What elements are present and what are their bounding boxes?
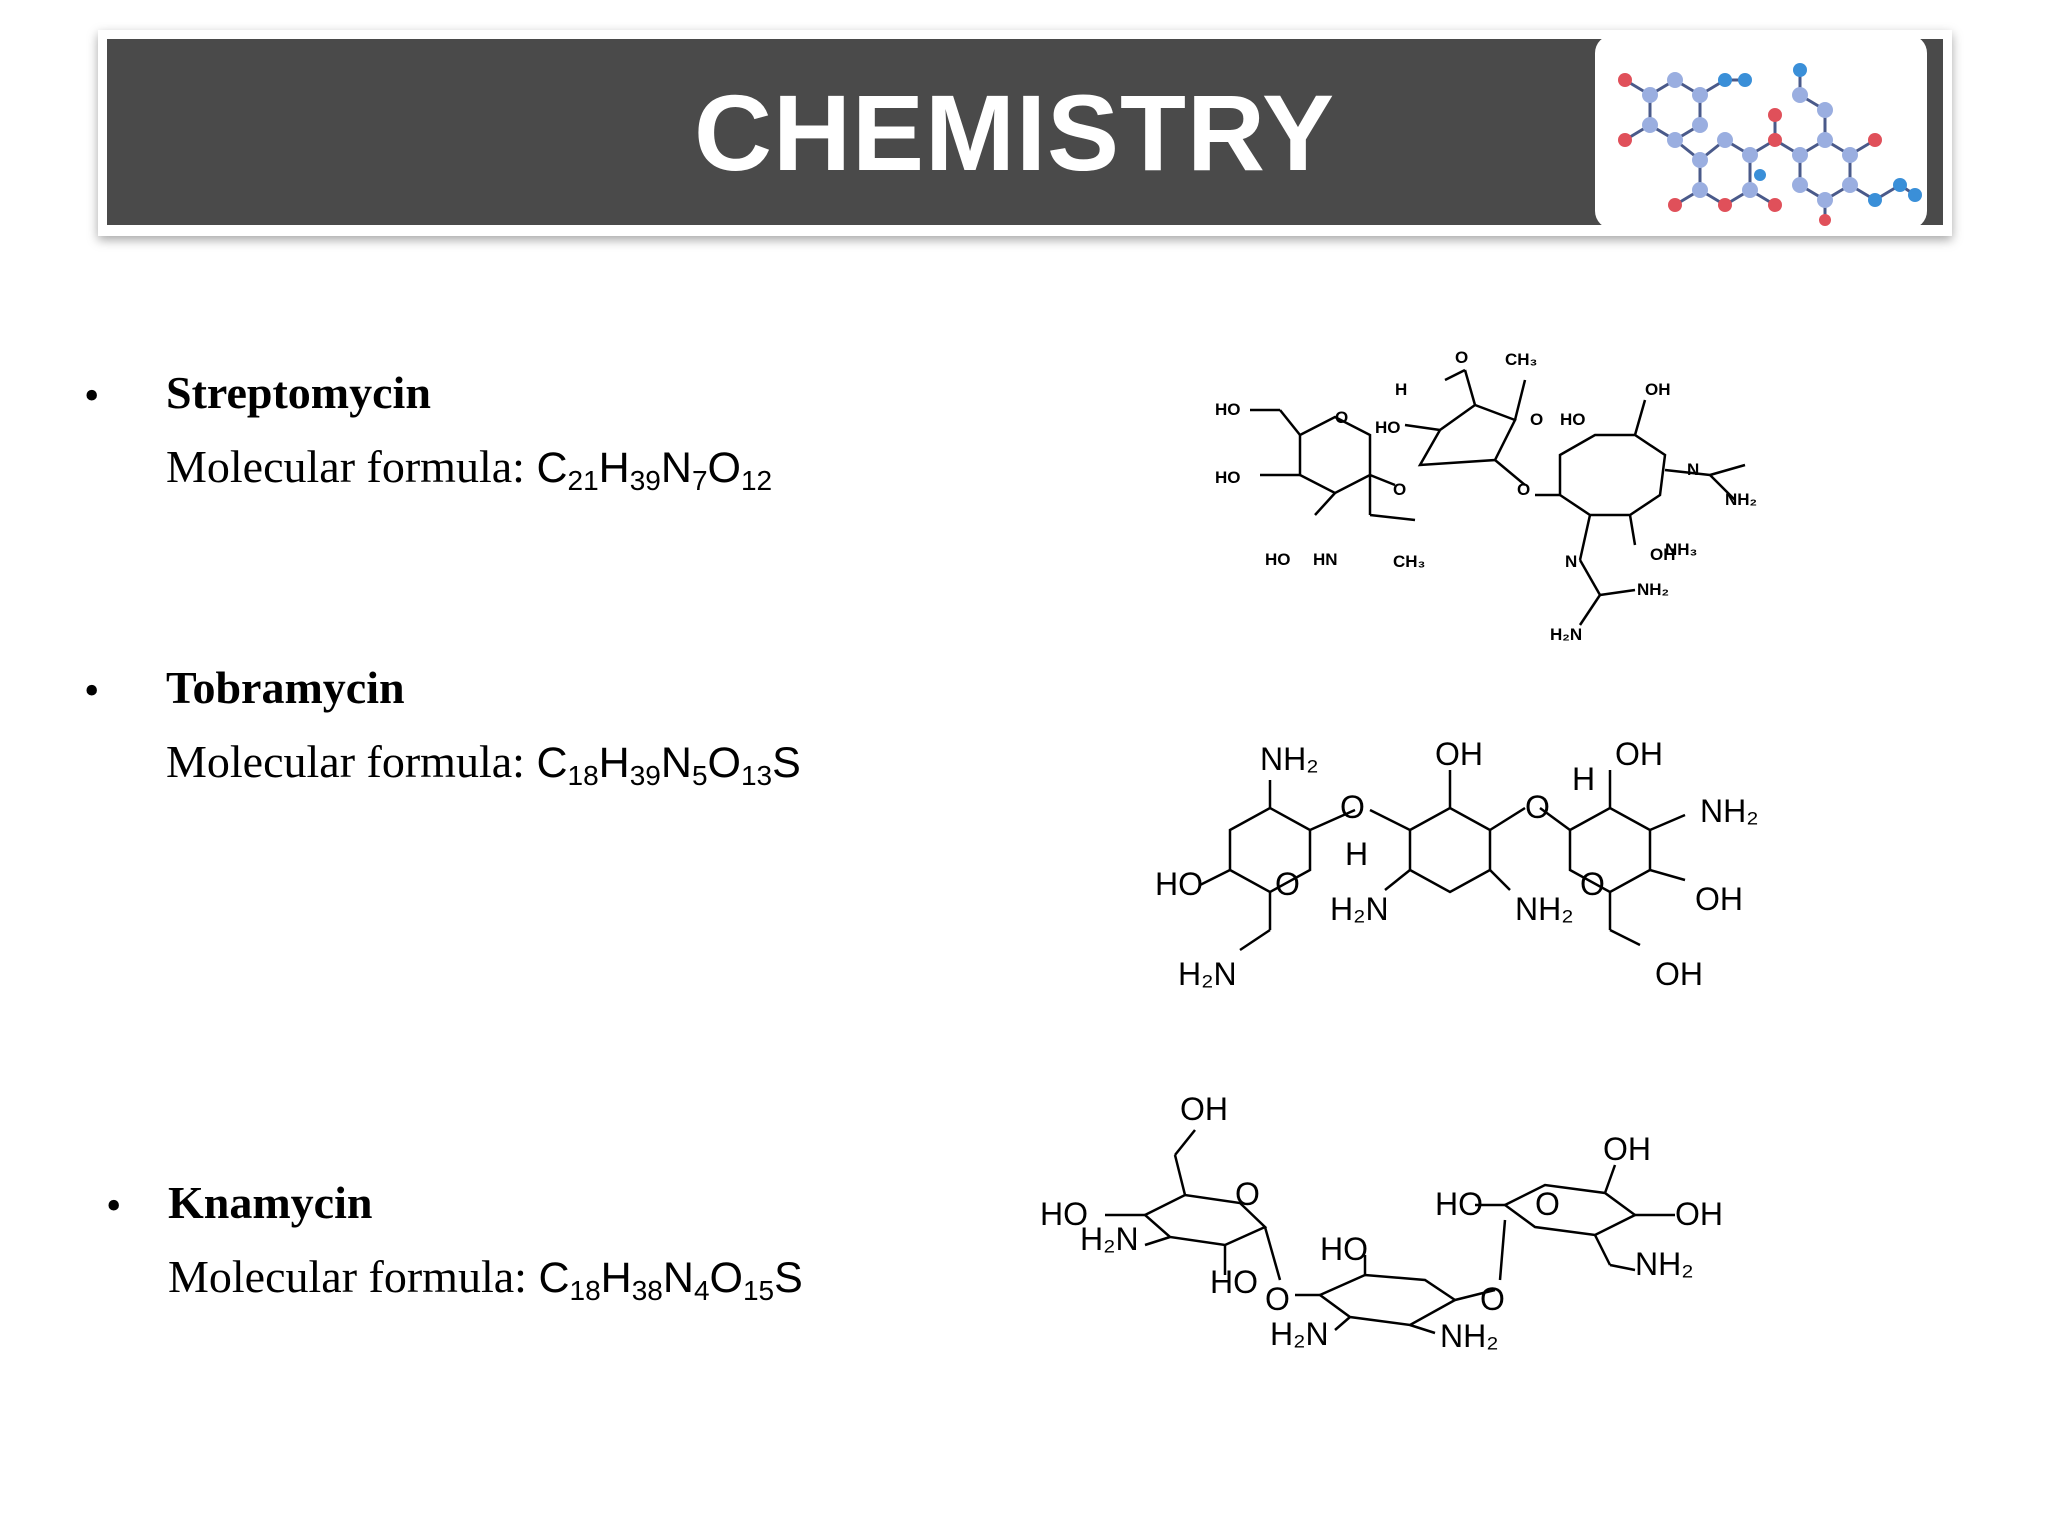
- svg-text:CH₃: CH₃: [1393, 552, 1425, 571]
- formula-chem: C18H38N4O15S: [538, 1254, 803, 1306]
- molecular-formula: Molecular formula: C21H39N7O12: [166, 440, 772, 497]
- svg-text:HO: HO: [1560, 410, 1586, 429]
- svg-text:N: N: [1687, 460, 1699, 479]
- svg-text:O: O: [1580, 866, 1605, 902]
- svg-text:H₂N: H₂N: [1550, 625, 1582, 644]
- svg-text:H: H: [1345, 836, 1368, 872]
- knamycin-structure-image: OH HO H₂N O HO O HO H₂N O NH₂ HO O OH OH…: [1035, 1085, 1775, 1365]
- svg-text:H: H: [1395, 380, 1407, 399]
- svg-text:H₂N: H₂N: [1080, 1221, 1139, 1257]
- svg-text:O: O: [1265, 1281, 1290, 1317]
- formula-label: Molecular formula:: [168, 1251, 527, 1302]
- svg-text:HO: HO: [1375, 418, 1401, 437]
- svg-text:OH: OH: [1650, 545, 1676, 564]
- svg-text:O: O: [1535, 1186, 1560, 1222]
- svg-text:O: O: [1525, 789, 1550, 825]
- svg-text:H₂N: H₂N: [1178, 956, 1237, 992]
- svg-text:HO: HO: [1215, 400, 1241, 419]
- compound-name: Knamycin: [168, 1177, 373, 1228]
- svg-text:OH: OH: [1645, 380, 1671, 399]
- formula-chem: C21H39N7O12: [536, 444, 773, 496]
- svg-text:HO: HO: [1435, 1186, 1483, 1222]
- formula-label: Molecular formula:: [166, 441, 525, 492]
- svg-text:OH: OH: [1675, 1196, 1723, 1232]
- bullet-marker: •: [106, 1181, 122, 1230]
- molecular-formula: Molecular formula: C18H39N5O13S: [166, 735, 801, 792]
- tobramycin-structure-image: NH₂ O H HO O H₂N OH O H₂N NH₂ H OH NH₂ O…: [1140, 730, 1780, 1010]
- svg-text:CH₃: CH₃: [1505, 350, 1537, 369]
- svg-text:OH: OH: [1615, 736, 1663, 772]
- svg-text:HO: HO: [1320, 1231, 1368, 1267]
- bullet-marker: •: [84, 371, 100, 420]
- molecule-logo-image: [1595, 35, 1927, 229]
- svg-text:HN: HN: [1313, 550, 1338, 569]
- formula-label: Molecular formula:: [166, 736, 525, 787]
- svg-text:OH: OH: [1603, 1131, 1651, 1167]
- svg-text:NH₃: NH₃: [1665, 540, 1697, 559]
- svg-text:NH₂: NH₂: [1260, 741, 1319, 777]
- streptomycin-structure-image: HO HO HO O HN CH₃ O HO H O CH₃ O O HO OH…: [1205, 335, 1765, 655]
- svg-text:NH₂: NH₂: [1700, 793, 1759, 829]
- svg-text:HO: HO: [1040, 1196, 1088, 1232]
- svg-text:OH: OH: [1655, 956, 1703, 992]
- svg-text:H: H: [1572, 761, 1595, 797]
- svg-text:O: O: [1530, 410, 1543, 429]
- svg-text:O: O: [1480, 1281, 1505, 1317]
- svg-text:HO: HO: [1210, 1264, 1258, 1300]
- svg-text:H₂N: H₂N: [1330, 891, 1389, 927]
- svg-text:NH₂: NH₂: [1635, 1246, 1694, 1282]
- formula-chem: C18H39N5O13S: [536, 739, 801, 791]
- svg-text:N: N: [1565, 552, 1577, 571]
- svg-text:O: O: [1517, 480, 1530, 499]
- svg-text:NH₂: NH₂: [1515, 891, 1574, 927]
- svg-text:HO: HO: [1155, 866, 1203, 902]
- svg-text:H₂N: H₂N: [1270, 1316, 1329, 1352]
- svg-text:NH₂: NH₂: [1637, 580, 1669, 599]
- svg-text:O: O: [1275, 866, 1300, 902]
- bullet-marker: •: [84, 666, 100, 715]
- svg-text:O: O: [1393, 480, 1406, 499]
- svg-text:O: O: [1340, 789, 1365, 825]
- svg-text:O: O: [1235, 1176, 1260, 1212]
- svg-text:OH: OH: [1180, 1091, 1228, 1127]
- svg-text:NH₂: NH₂: [1440, 1318, 1499, 1354]
- svg-text:O: O: [1455, 348, 1468, 367]
- svg-text:OH: OH: [1695, 881, 1743, 917]
- svg-text:OH: OH: [1435, 736, 1483, 772]
- page-title: CHEMISTRY: [693, 71, 1336, 193]
- svg-text:NH₂: NH₂: [1725, 490, 1757, 509]
- svg-text:HO: HO: [1265, 550, 1291, 569]
- svg-text:HO: HO: [1215, 468, 1241, 487]
- compound-name: Tobramycin: [166, 662, 405, 713]
- svg-text:O: O: [1335, 408, 1348, 427]
- compound-name: Streptomycin: [166, 367, 431, 418]
- molecular-formula: Molecular formula: C18H38N4O15S: [168, 1250, 803, 1307]
